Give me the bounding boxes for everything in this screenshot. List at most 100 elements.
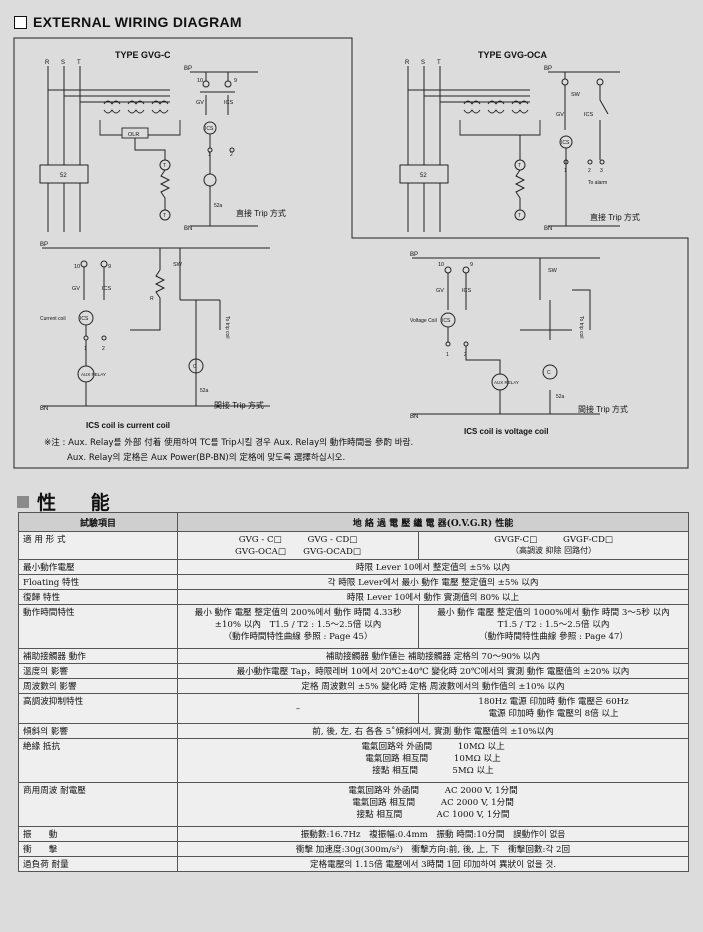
svg-text:BN: BN [40,406,48,412]
svg-text:GV: GV [556,112,564,118]
svg-text:C: C [547,370,551,376]
section-header: EXTERNAL WIRING DIAGRAM [14,14,242,30]
note-line-1: ※注 : Aux. Relay를 外部 付着 使用하여 TC를 Trip시킬 경… [44,438,414,448]
svg-text:AUX RELAY: AUX RELAY [494,380,519,385]
svg-text:T: T [518,213,521,219]
svg-text:52a: 52a [556,394,565,400]
svg-text:T: T [163,163,166,169]
col-item-header: 試驗項目 [18,512,178,532]
voltage-coil-circuit: BP BN 10 9 GV ICS ICS Voltage Coil 1 2 A… [410,252,628,436]
performance-header: 性 能 [17,488,124,515]
svg-text:ICS: ICS [224,100,234,106]
svg-text:2: 2 [102,346,105,352]
svg-text:C: C [193,364,197,370]
gvgoca-title: TYPE GVG-OCA [478,50,548,60]
svg-text:10: 10 [197,78,203,84]
table-row: 動作時間特性 最小 動作 電壓 整定值의 200%에서 動作 時間 4.33秒±… [18,604,689,649]
svg-text:BN: BN [544,226,552,232]
svg-text:Voltage Coil: Voltage Coil [410,318,437,324]
svg-text:2: 2 [230,152,233,158]
diagram-frame [13,37,689,469]
table-row: 傾斜의 影響前, 後, 左, 右 各各 5˚傾斜에서, 實測 動作 電壓值의 ±… [18,723,689,739]
svg-text:AUX RELAY: AUX RELAY [81,372,106,377]
svg-text:S: S [61,60,65,66]
svg-text:ICS: ICS [80,316,89,322]
svg-text:To trip coil: To trip coil [578,316,584,339]
svg-text:BP: BP [544,66,552,72]
breaker-52 [39,164,89,184]
table-row: 絶緣 抵抗 電氣回路와 外函間 10MΩ 以上電氣回路 相互間 10MΩ 以上接… [18,738,689,783]
table-header-row: 試驗項目 地 絡 過 電 壓 繼 電 器(O.V.G.R) 性能 [18,512,689,532]
svg-text:SW: SW [548,268,558,274]
svg-text:SW: SW [173,262,183,268]
svg-text:BN: BN [184,226,192,232]
table-row: 周波數의 影響定格 周波數의 ±5% 變化時 定格 周波數에서의 動作值의 ±1… [18,678,689,694]
table-row: 最小動作電壓時限 Lever 10에서 整定值의 ±5% 以內 [18,559,689,575]
svg-text:GV: GV [72,286,80,292]
svg-text:R: R [150,296,154,302]
col-title-header: 地 絡 過 電 壓 繼 電 器(O.V.G.R) 性能 [177,512,689,532]
svg-text:10: 10 [438,262,444,268]
svg-text:T: T [518,163,521,169]
svg-text:BP: BP [410,252,418,258]
svg-text:ICS: ICS [102,286,112,292]
table-row: 補助接觸器 動作補助接觸器 動作値는 補助接觸器 定格의 70～90% 以內 [18,648,689,664]
svg-text:52a: 52a [200,388,209,394]
wiring-diagram: TYPE GVG-C R S T 52 BP BN OLR T T 10 9 G… [13,37,689,469]
checkbox-square-icon [14,15,27,29]
svg-text:BN: BN [410,414,418,420]
svg-text:10: 10 [74,264,80,270]
svg-text:52: 52 [60,173,67,179]
gvgc-circuit: R S T 52 BP BN OLR T T 10 9 GV ICS ICS 1 [39,60,286,232]
section-square-icon [17,495,29,508]
svg-text:BP: BP [40,242,48,248]
voltage-coil-caption: ICS coil is voltage coil [464,427,548,436]
direct-trip-label-2: 直接 Trip 方式 [590,212,640,222]
svg-text:T: T [163,213,166,219]
table-row: 振 動振動數:16.7Hz 複振幅:0.4mm 振動 時間:10分間 誤動作이 … [18,826,689,842]
svg-text:1: 1 [446,352,449,358]
indirect-trip-label-1: 間接 Trip 方式 [214,400,264,410]
indirect-trip-label-2: 間接 Trip 方式 [578,404,628,414]
table-row: 適 用 形 式 GVG - C□ GVG - CD□GVG-OCA□ GVG-O… [18,531,689,560]
svg-text:ICS: ICS [442,318,451,324]
table-row: 衝 擊衝擊 加速度:30g(300m/s²) 衝擊方向:前, 後, 上, 下 衝… [18,841,689,857]
section-title: EXTERNAL WIRING DIAGRAM [33,14,242,30]
svg-text:ICS: ICS [205,126,214,132]
svg-text:SW: SW [571,92,581,98]
direct-trip-label-1: 直接 Trip 方式 [236,208,286,218]
performance-title: 性 能 [37,492,124,514]
svg-text:T: T [77,60,81,66]
svg-text:R: R [45,60,50,66]
svg-text:GV: GV [436,288,444,294]
svg-text:9: 9 [108,264,111,270]
note-line-2: Aux. Relay의 定格은 Aux Power(BP-BN)의 定格에 맞도… [67,453,346,463]
svg-text:T: T [437,60,441,66]
svg-text:ICS: ICS [462,288,472,294]
svg-text:To trip coil: To trip coil [224,316,230,339]
svg-text:R: R [405,60,410,66]
gvgoca-circuit: R S T 52 BP BN T T SW GV ICS ICS 1 2 3 T… [399,60,640,232]
performance-table: 試驗項目 地 絡 過 電 壓 繼 電 器(O.V.G.R) 性能 適 用 形 式… [18,512,689,872]
svg-text:To alarm: To alarm [588,180,607,186]
svg-text:OLR: OLR [128,132,139,138]
svg-text:Current coil: Current coil [40,316,66,322]
svg-text:3: 3 [600,168,603,174]
svg-text:GV: GV [196,100,204,106]
svg-text:2: 2 [588,168,591,174]
current-coil-caption: ICS coil is current coil [86,421,170,430]
current-coil-circuit: BP BN 10 9 GV ICS ICS Current coil 1 2 A… [40,242,270,430]
svg-text:ICS: ICS [561,140,570,146]
table-row: 溫度의 影響最小動作電壓 Tap，時限레버 10에서 20℃±40℃ 變化時 2… [18,663,689,679]
svg-text:9: 9 [234,78,237,84]
table-row: 商用周波 耐電壓 電氣回路와 外函間 AC 2000 V, 1分間電氣回路 相互… [18,782,689,827]
svg-text:52: 52 [420,173,427,179]
svg-text:52a: 52a [214,203,223,209]
table-row: 過負荷 耐量定格電壓의 1.15倍 電壓에서 3時間 1回 印加하여 異狀이 없… [18,856,689,872]
svg-text:ICS: ICS [584,112,594,118]
table-row: 復歸 特性時限 Lever 10에서 動作 實測值의 80% 以上 [18,589,689,605]
gvgc-title: TYPE GVG-C [115,50,171,60]
svg-text:BP: BP [184,66,192,72]
